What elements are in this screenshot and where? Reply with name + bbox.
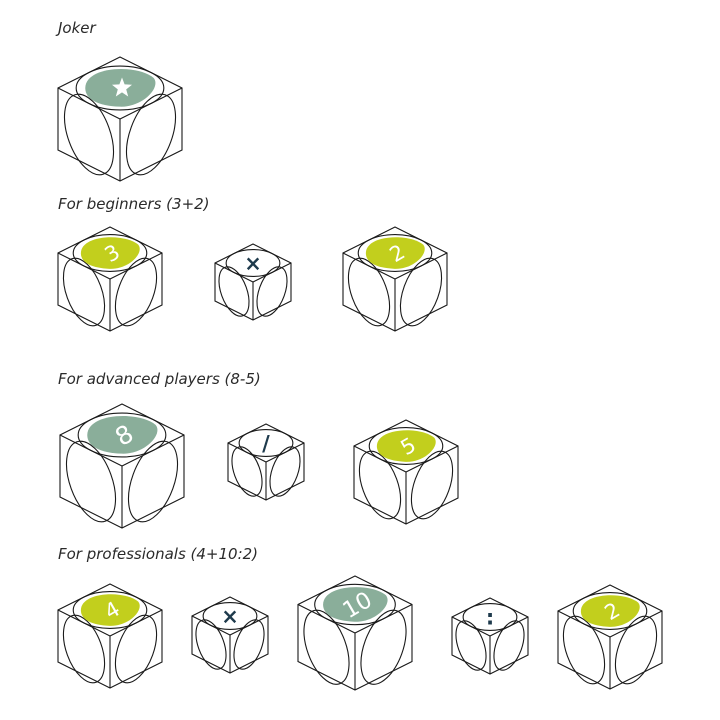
right-face-ellipse	[410, 450, 454, 520]
top-face-ellipse	[77, 412, 167, 458]
left-face-ellipse	[562, 615, 606, 685]
section-heading-joker: Joker	[58, 19, 96, 37]
value-blob	[580, 595, 640, 627]
right-face-ellipse	[114, 257, 158, 327]
value-blob	[80, 237, 140, 269]
right-face-ellipse	[269, 446, 301, 497]
top-face-ellipse	[357, 234, 433, 272]
left-face-ellipse	[62, 614, 106, 684]
pro-op-multiply: ×	[191, 596, 269, 674]
joker-die	[57, 56, 183, 182]
beginner-op-multiply: ×	[214, 243, 292, 321]
top-face-ellipse	[202, 601, 258, 631]
pro-op-divide: :	[451, 597, 529, 675]
pro-die-10: 10	[297, 575, 413, 691]
left-face-ellipse	[65, 440, 117, 523]
value-blob	[87, 415, 158, 454]
top-face-ellipse	[368, 427, 444, 465]
left-face-ellipse	[218, 266, 250, 317]
top-face-ellipse	[462, 602, 518, 632]
beginner-die-2: 2	[342, 226, 448, 332]
pro-die-4: 4	[57, 583, 163, 689]
left-face-ellipse	[347, 257, 391, 327]
operator-symbol: :	[486, 605, 494, 629]
operator-symbol: /	[262, 431, 270, 455]
operator-symbol: ×	[244, 251, 262, 275]
top-face-ellipse	[75, 65, 165, 111]
right-face-ellipse	[125, 93, 177, 176]
right-face-ellipse	[360, 609, 407, 685]
value-blob	[80, 594, 140, 626]
value-blob	[376, 430, 436, 462]
top-face-ellipse	[314, 583, 396, 626]
top-face-ellipse	[72, 591, 148, 629]
advanced-die-8: 8	[59, 403, 185, 529]
left-face-ellipse	[195, 619, 227, 670]
section-heading-beginners: For beginners (3+2)	[58, 195, 210, 213]
left-face-ellipse	[455, 620, 487, 671]
right-face-ellipse	[233, 619, 265, 670]
beginner-die-3: 3	[57, 226, 163, 332]
right-face-ellipse	[114, 614, 158, 684]
right-face-ellipse	[127, 440, 179, 523]
section-heading-advanced: For advanced players (8-5)	[58, 370, 261, 388]
pro-die-2: 2	[557, 584, 663, 690]
left-face-ellipse	[63, 93, 115, 176]
top-face-ellipse	[225, 248, 281, 278]
star-icon	[112, 77, 132, 97]
left-face-ellipse	[231, 446, 263, 497]
operator-symbol: ×	[221, 604, 239, 628]
top-face-ellipse	[572, 592, 648, 630]
right-face-ellipse	[399, 257, 443, 327]
value-blob	[323, 587, 388, 622]
advanced-op-minus: /	[227, 423, 305, 501]
advanced-die-5: 5	[353, 419, 459, 525]
left-face-ellipse	[358, 450, 402, 520]
left-face-ellipse	[303, 609, 350, 685]
section-heading-professionals: For professionals (4+10:2)	[58, 545, 259, 563]
top-face-ellipse	[238, 428, 294, 458]
top-face-ellipse	[72, 234, 148, 272]
right-face-ellipse	[493, 620, 525, 671]
left-face-ellipse	[62, 257, 106, 327]
value-blob	[365, 237, 425, 269]
right-face-ellipse	[256, 266, 288, 317]
right-face-ellipse	[614, 615, 658, 685]
